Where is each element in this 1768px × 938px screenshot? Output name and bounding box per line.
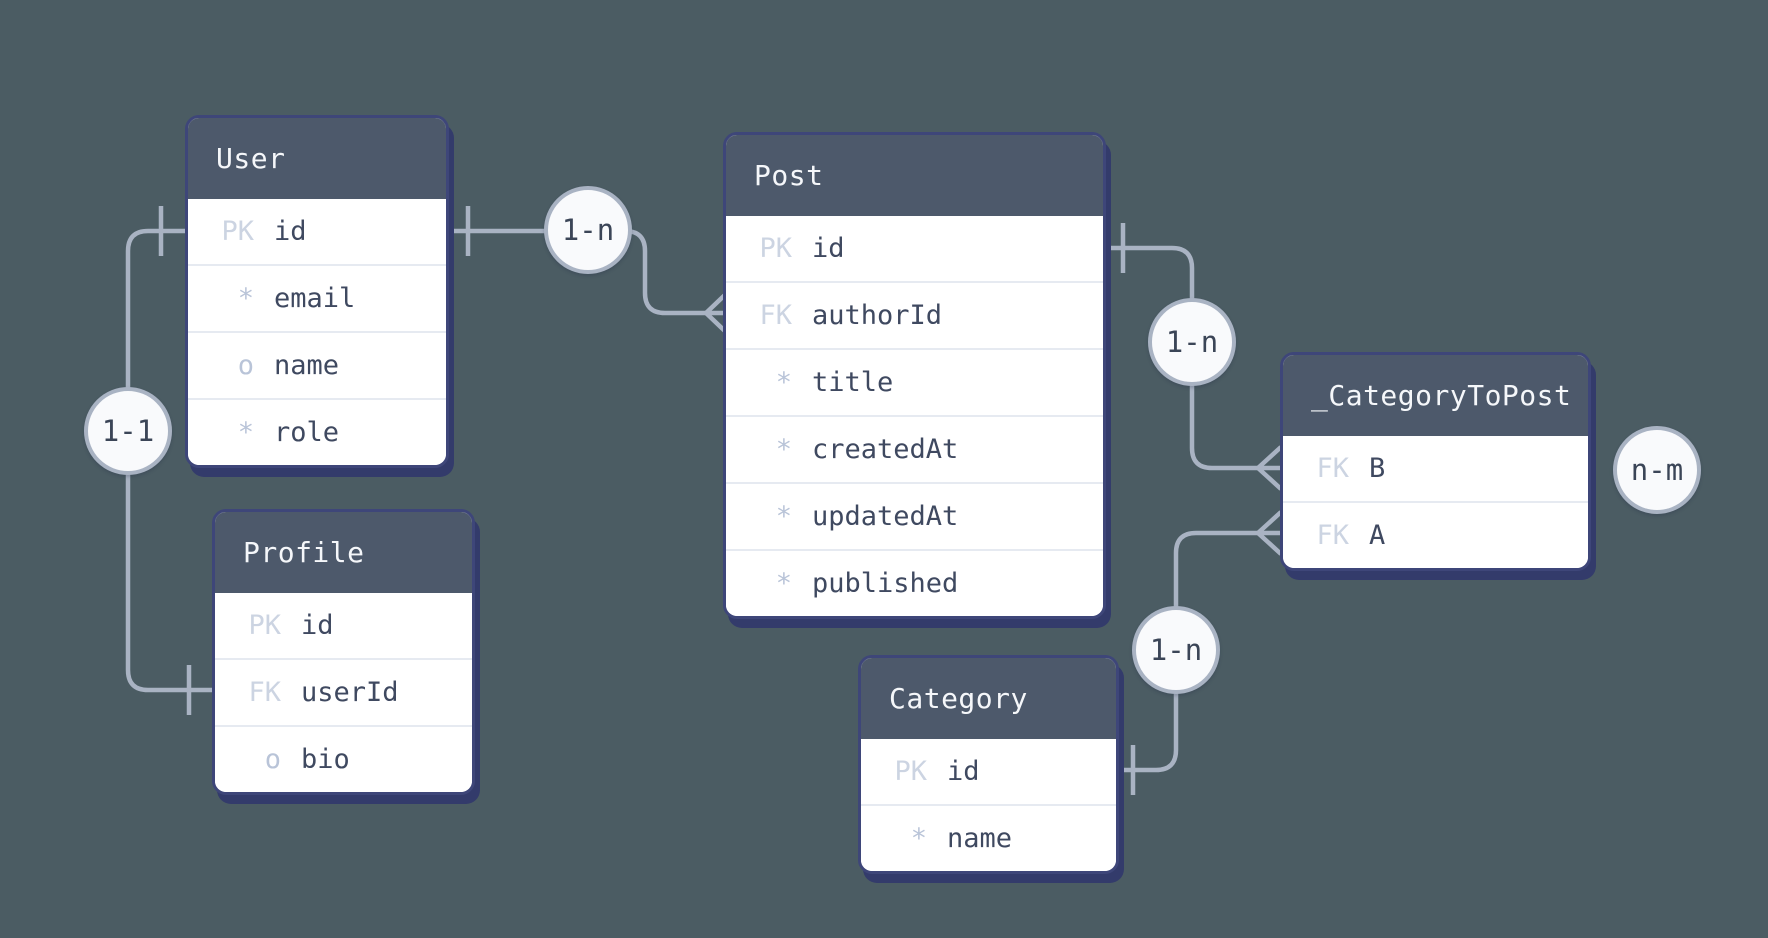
table-title: _CategoryToPost <box>1283 355 1588 436</box>
column-name: email <box>274 283 356 314</box>
column-name: createdAt <box>812 434 959 465</box>
column-key: FK <box>1316 520 1349 551</box>
column-key: * <box>910 823 927 854</box>
crow-foot-marker <box>1256 445 1283 491</box>
table-title: Post <box>726 135 1103 216</box>
column-key: PK <box>221 216 254 247</box>
column-key: PK <box>759 233 792 264</box>
column-key: PK <box>894 756 927 787</box>
table-row: * updatedAt <box>726 482 1103 549</box>
relationship-badge-1-1: 1-1 <box>84 387 172 475</box>
table-title: Category <box>861 658 1116 739</box>
column-name: role <box>274 417 340 448</box>
column-key: PK <box>248 610 281 641</box>
crow-foot-marker <box>1256 510 1283 556</box>
column-key: o <box>264 744 281 775</box>
column-key: * <box>775 501 792 532</box>
column-name: title <box>812 367 894 398</box>
table-title: Profile <box>215 512 472 593</box>
table-title: User <box>188 118 446 199</box>
table-row: PK id <box>726 216 1103 281</box>
column-key: o <box>237 350 254 381</box>
column-key: FK <box>1316 453 1349 484</box>
table-row: FK userId <box>215 658 472 725</box>
relationship-badge-1-n: 1-n <box>1148 298 1236 386</box>
column-name: bio <box>301 744 350 775</box>
table-row: FK B <box>1283 436 1588 501</box>
column-key: * <box>237 417 254 448</box>
column-name: id <box>301 610 334 641</box>
column-name: name <box>947 823 1013 854</box>
column-name: id <box>812 233 845 264</box>
table-body: PK id * name <box>861 739 1116 871</box>
column-key: FK <box>759 300 792 331</box>
column-name: id <box>947 756 980 787</box>
relationship-badge-1-n: 1-n <box>544 186 632 274</box>
table-row: * email <box>188 264 446 331</box>
column-name: published <box>812 568 959 599</box>
column-key: * <box>775 434 792 465</box>
column-name: updatedAt <box>812 501 959 532</box>
column-key: * <box>237 283 254 314</box>
connector-user-post <box>442 206 730 336</box>
table-row: * published <box>726 549 1103 616</box>
table-row: * createdAt <box>726 415 1103 482</box>
relationship-badge-n-m: n-m <box>1613 426 1701 514</box>
column-name: name <box>274 350 340 381</box>
table-row: * title <box>726 348 1103 415</box>
column-name: id <box>274 216 307 247</box>
table-row: PK id <box>861 739 1116 804</box>
column-key: FK <box>248 677 281 708</box>
connector-line <box>442 228 706 316</box>
table-row: * role <box>188 398 446 465</box>
column-name: authorId <box>812 300 943 331</box>
column-key: * <box>775 568 792 599</box>
column-name: B <box>1369 453 1386 484</box>
relationship-badge-1-n: 1-n <box>1132 606 1220 694</box>
table-row: FK authorId <box>726 281 1103 348</box>
table-row: FK A <box>1283 501 1588 568</box>
table-row: * name <box>861 804 1116 871</box>
table-body: FK B FK A <box>1283 436 1588 568</box>
column-name: A <box>1369 520 1386 551</box>
column-name: userId <box>301 677 399 708</box>
table-row: PK id <box>215 593 472 658</box>
column-key: * <box>775 367 792 398</box>
table-row: PK id <box>188 199 446 264</box>
